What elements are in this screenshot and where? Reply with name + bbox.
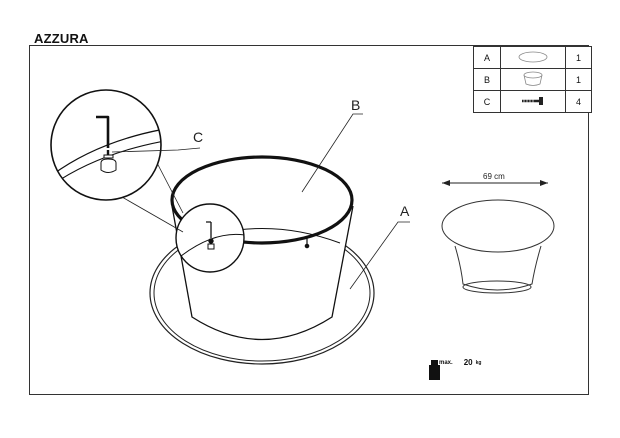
part-letter: C (473, 90, 501, 113)
part-qty: 4 (565, 90, 592, 113)
detail-circle-large (50, 89, 162, 201)
table-row: C 4 (473, 90, 592, 113)
detail-circle-small (175, 203, 245, 273)
table-row: B 1 (473, 68, 592, 91)
callout-b-label: B (351, 97, 360, 113)
dimension-arrow (442, 180, 548, 186)
parts-table: A 1 B 1 C 4 (473, 46, 592, 113)
dimension-label: 69 cm (483, 172, 505, 181)
weight-icon (429, 360, 440, 380)
part-letter: A (473, 46, 501, 69)
callout-c-label: C (193, 129, 203, 145)
callout-a-label: A (400, 203, 410, 219)
drawing-frame (29, 45, 589, 395)
base-icon (500, 68, 566, 91)
document-title: AZZURA (34, 31, 89, 46)
part-letter: B (473, 68, 501, 91)
screw-c-right (304, 236, 310, 249)
part-qty: 1 (565, 46, 592, 69)
part-qty: 1 (565, 68, 592, 91)
screw-icon (500, 90, 566, 113)
zoom-leader-bottom (121, 196, 184, 233)
max-load-value: 20 (463, 358, 473, 367)
max-label: max. (439, 359, 453, 366)
max-load-unit: kg (475, 359, 482, 366)
callout-leaders (111, 113, 410, 290)
table-top-icon (500, 46, 566, 69)
table-row: A 1 (473, 46, 592, 69)
assembled-table-view (441, 199, 555, 294)
max-load-note: max. 20 kg (418, 358, 481, 367)
